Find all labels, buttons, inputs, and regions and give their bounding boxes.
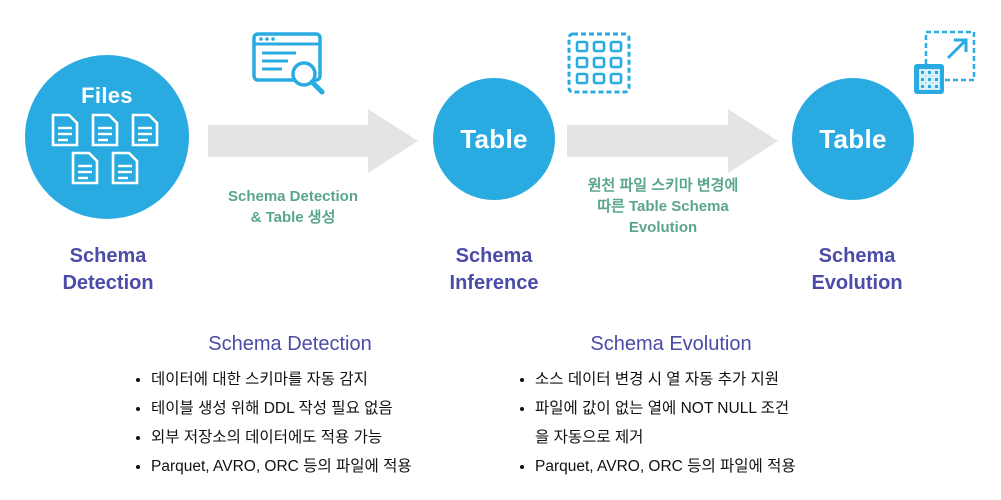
arrow-1-caption: Schema Detection & Table 생성 [188, 186, 398, 228]
browser-search-icon [252, 32, 325, 95]
stage-label-detection: Schema Detection [28, 243, 188, 297]
document-files-icon [51, 113, 159, 185]
arrow-2-caption-line1: 원천 파일 스키마 변경에 [587, 177, 739, 194]
inference-circle-label: Table [460, 123, 528, 154]
stage-2-label-line2: Inference [449, 272, 539, 294]
list-item: 테이블 생성 위해 DDL 작성 필요 없음 [136, 394, 511, 423]
arrow-2-caption-line3: Evolution [628, 219, 698, 236]
inference-table-circle: Table [433, 78, 555, 200]
expand-arrow-icon [914, 30, 976, 94]
files-circle: Files [25, 55, 189, 219]
evolution-section-title: Schema Evolution [590, 333, 752, 355]
stage-label-evolution: Schema Evolution [777, 243, 937, 297]
files-circle-label: Files [81, 83, 133, 108]
list-item-continuation: 을 자동으로 제거 [535, 423, 895, 452]
list-item: 외부 저장소의 데이터에도 적용 가능 [136, 423, 511, 452]
list-item: Parquet, AVRO, ORC 등의 파일에 적용 [520, 452, 895, 481]
continuation-text: 을 자동으로 제거 [535, 429, 644, 446]
stage-3-label-line2: Evolution [811, 272, 903, 294]
detection-bullet-list: 데이터에 대한 스키마를 자동 감지 테이블 생성 위해 DDL 작성 필요 없… [131, 365, 511, 481]
stage-1-label-line1: Schema [69, 245, 147, 267]
evolution-bullet-list: 소스 데이터 변경 시 열 자동 추가 지원 파일에 값이 없는 열에 NOT … [515, 365, 895, 481]
flow-arrow-1 [208, 109, 418, 173]
stage-label-inference: Schema Inference [414, 243, 574, 297]
list-item: 소스 데이터 변경 시 열 자동 추가 지원 [520, 365, 895, 394]
list-item: 데이터에 대한 스키마를 자동 감지 [136, 365, 511, 394]
dashed-grid-icon [567, 32, 631, 94]
stage-1-label-line2: Detection [62, 272, 154, 294]
stage-3-label-line1: Schema [818, 245, 896, 267]
detection-section-title: Schema Detection [208, 333, 372, 355]
flow-arrow-2 [567, 109, 778, 173]
arrow-2-caption: 원천 파일 스키마 변경에 따른 Table Schema Evolution [553, 175, 773, 238]
evolution-table-circle: Table [792, 78, 914, 200]
list-item: 파일에 값이 없는 열에 NOT NULL 조건 [520, 394, 895, 423]
evolution-circle-label: Table [819, 123, 887, 154]
arrow-2-caption-line2: 따른 Table Schema [597, 198, 729, 215]
stage-2-label-line1: Schema [455, 245, 533, 267]
arrow-1-caption-line1: Schema Detection [227, 188, 359, 205]
list-item: Parquet, AVRO, ORC 등의 파일에 적용 [136, 452, 511, 481]
arrow-1-caption-line2: & Table 생성 [250, 209, 336, 226]
